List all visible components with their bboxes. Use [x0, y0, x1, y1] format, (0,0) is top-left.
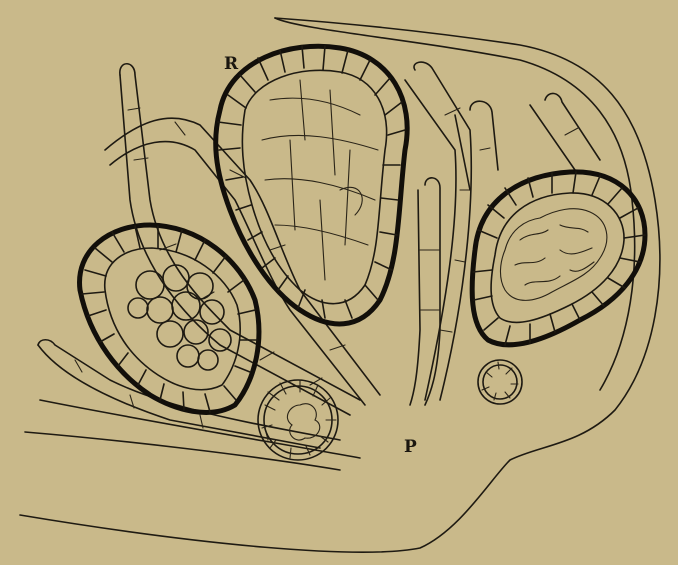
spore-cluster [128, 265, 231, 370]
receptacle-outline [20, 18, 660, 552]
oogonium-left [80, 225, 259, 412]
filament-septa [75, 108, 578, 440]
lower-filament-base-2 [40, 400, 360, 458]
label-p: P [404, 437, 417, 457]
round-body-left [258, 380, 338, 460]
oogonium-r-cells [262, 80, 378, 280]
mottled-content [500, 209, 606, 301]
label-r: R [224, 54, 239, 74]
round-body-right [478, 360, 522, 404]
oogonium-right [472, 172, 645, 345]
